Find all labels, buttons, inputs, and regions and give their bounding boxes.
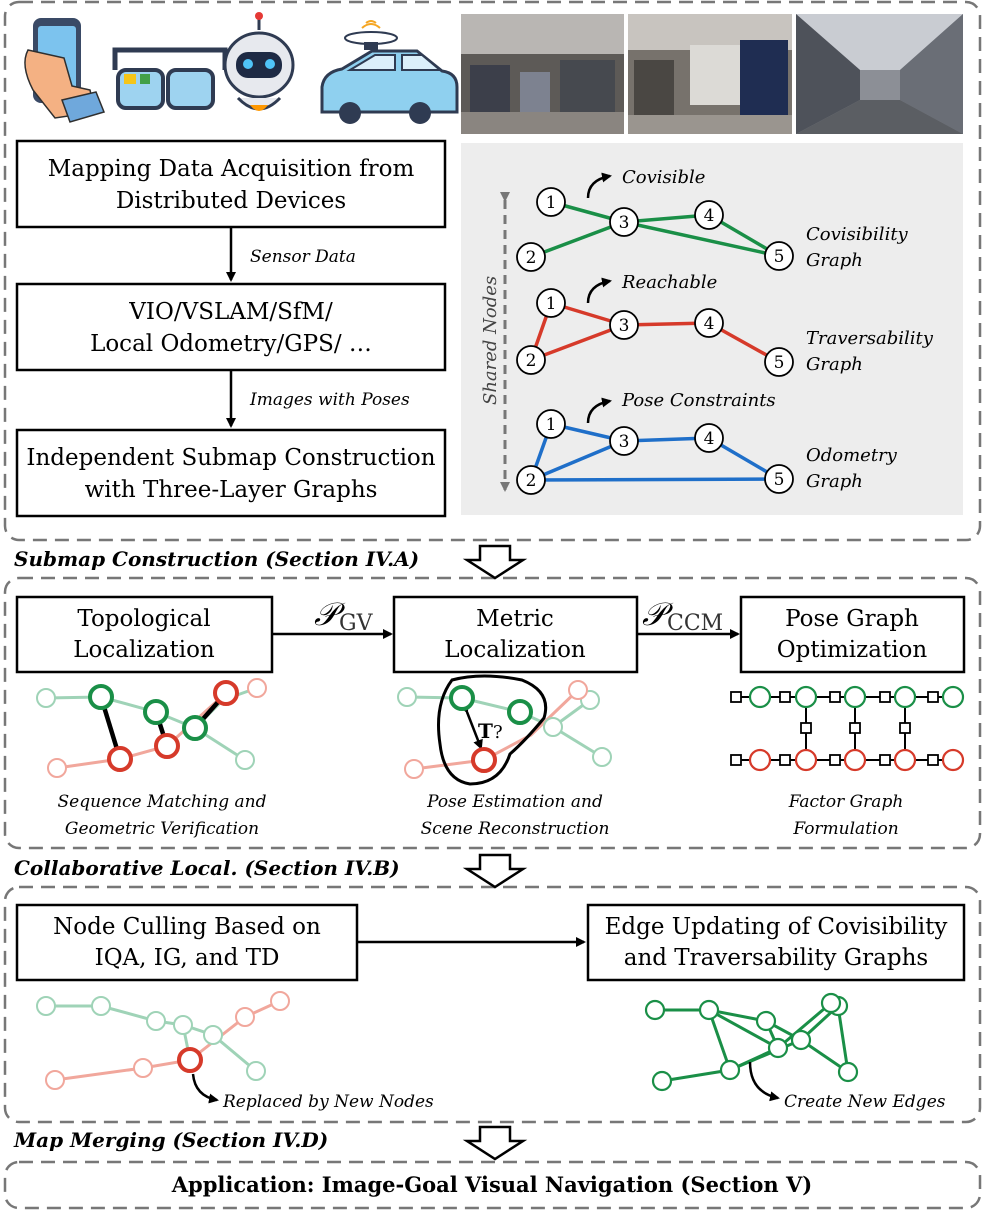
- stage3-container: [3, 885, 982, 1124]
- box-pgo-line1: Pose Graph: [785, 606, 919, 632]
- pose-constraints-tag: Pose Constraints: [621, 390, 776, 411]
- node-label: 3: [619, 432, 630, 452]
- covisible-tag: Covisible: [622, 167, 705, 188]
- box-topological-line1: Topological: [77, 606, 210, 632]
- stage2-container: [3, 576, 982, 850]
- box-node-culling-line2: IQA, IG, and TD: [95, 945, 280, 971]
- box-odometry-sources: [15, 282, 447, 372]
- box-submap-construction-line2: with Three-Layer Graphs: [85, 477, 378, 503]
- node-culling-illustration: [36, 991, 290, 1104]
- application-container: [3, 1160, 982, 1210]
- pose-constraints-arrow: [586, 397, 612, 424]
- graph-nodes: [516, 187, 794, 495]
- graph-node-labels: 1 2 3 4 5 1 2 3 4 5 1 2 3 4 5: [526, 193, 785, 491]
- label-shared-nodes: Shared Nodes: [480, 276, 501, 405]
- stage3-down-arrow: [462, 1125, 528, 1161]
- reachable-tag: Reachable: [621, 272, 717, 293]
- phone-icon: [24, 18, 106, 123]
- car-icon: [320, 20, 459, 124]
- node-label: 4: [704, 314, 715, 334]
- caption-topological-1: Sequence Matching and: [57, 792, 266, 812]
- photo-lab-2: [628, 14, 792, 134]
- caption-factor-1: Factor Graph: [788, 792, 904, 812]
- box-topological-line2: Localization: [73, 637, 215, 663]
- node-label: 1: [546, 415, 557, 435]
- box-data-acquisition: [15, 139, 447, 229]
- box-topological-localization: [15, 595, 274, 674]
- box-metric-line1: Metric: [476, 606, 554, 632]
- caption-factor-2: Formulation: [792, 819, 898, 839]
- factor-graph-illustration: [730, 685, 965, 772]
- box-edge-updating-line2: and Traversability Graphs: [624, 945, 928, 971]
- photo-corridor: [796, 14, 963, 134]
- node-label: 5: [774, 470, 785, 490]
- caption-metric-2: Scene Reconstruction: [421, 819, 610, 839]
- stage2-down-arrow: [462, 853, 528, 889]
- box-submap-construction: [15, 428, 447, 518]
- label-images-with-poses: Images with Poses: [249, 390, 410, 410]
- box-pose-graph-optimization: [739, 595, 966, 674]
- caption-collaborative-localization: Collaborative Local. (Section IV.B): [14, 856, 400, 880]
- box-data-acquisition-line1: Mapping Data Acquisition from: [48, 156, 415, 182]
- node-label: 3: [619, 213, 630, 233]
- box-edge-updating: [586, 903, 966, 982]
- node-label: 2: [526, 248, 537, 268]
- caption-submap-construction: Submap Construction (Section IV.A): [14, 547, 419, 571]
- node-label: 2: [526, 351, 537, 371]
- node-label: 2: [526, 471, 537, 491]
- node-label: 5: [774, 247, 785, 267]
- node-label: 1: [546, 193, 557, 213]
- covisibility-name-1: Covisibility: [806, 224, 909, 245]
- caption-topological-2: Geometric Verification: [65, 819, 259, 839]
- p-gv-subscript: GV: [339, 611, 374, 636]
- box-node-culling-line1: Node Culling Based on: [53, 914, 321, 940]
- traversability-name-2: Graph: [806, 354, 863, 375]
- smart-glasses-icon: [112, 47, 228, 110]
- node-label: 4: [704, 429, 715, 449]
- box-odometry-sources-line1: VIO/VSLAM/SfM/: [128, 299, 333, 325]
- photo-lab-1: [461, 14, 624, 134]
- covisibility-name-2: Graph: [806, 250, 863, 271]
- t-question: ?: [493, 722, 503, 743]
- box-submap-construction-line1: Independent Submap Construction: [26, 445, 435, 471]
- label-sensor-data: Sensor Data: [250, 247, 356, 267]
- application-title: Application: Image-Goal Visual Navigatio…: [171, 1172, 812, 1197]
- covisible-arrow: [586, 172, 612, 199]
- box-edge-updating-line1: Edge Updating of Covisibility: [605, 914, 948, 940]
- box-data-acquisition-line2: Distributed Devices: [116, 188, 346, 214]
- odometry-name-2: Graph: [806, 471, 863, 492]
- note-replaced-by-new-nodes: Replaced by New Nodes: [222, 1092, 434, 1112]
- box-node-culling: [15, 903, 359, 982]
- stage1-container: [3, 0, 982, 542]
- t-label: T: [478, 719, 493, 743]
- note-create-new-edges: Create New Edges: [784, 1092, 946, 1112]
- p-ccm-subscript: CCM: [667, 611, 723, 636]
- node-label: 3: [619, 316, 630, 336]
- robot-icon: [223, 12, 295, 111]
- reachable-arrow: [586, 277, 612, 304]
- box-metric-localization: [392, 595, 639, 674]
- topological-illustration: [36, 678, 267, 778]
- box-metric-line2: Localization: [444, 637, 586, 663]
- stage1-down-arrow: [462, 544, 528, 580]
- box-pgo-line2: Optimization: [777, 637, 928, 663]
- metric-illustration: T ?: [397, 674, 612, 786]
- caption-metric-1: Pose Estimation and: [426, 792, 603, 812]
- node-label: 4: [704, 206, 715, 226]
- traversability-name-1: Traversability: [806, 328, 934, 349]
- odometry-name-1: Odometry: [806, 445, 898, 466]
- node-label: 5: [774, 353, 785, 373]
- box-odometry-sources-line2: Local Odometry/GPS/ …: [90, 331, 372, 357]
- edge-updating-illustration: [644, 992, 859, 1102]
- node-label: 1: [546, 294, 557, 314]
- caption-map-merging: Map Merging (Section IV.D): [13, 1128, 328, 1152]
